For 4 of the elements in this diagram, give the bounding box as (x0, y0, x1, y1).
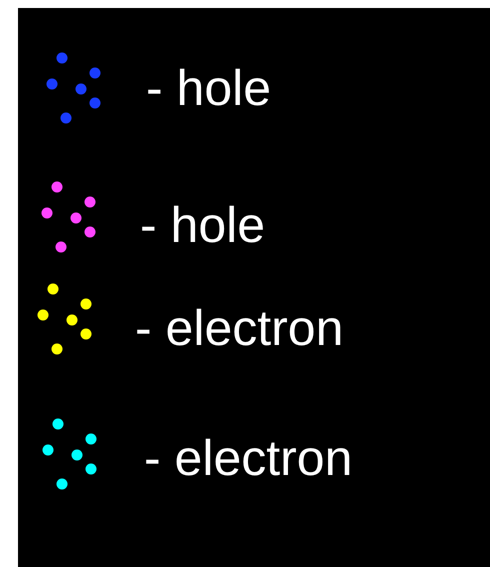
legend-label: - hole (140, 197, 266, 253)
legend-label: - electron (144, 430, 352, 486)
legend-label: - electron (135, 300, 344, 356)
legend-label: - hole (146, 60, 272, 116)
